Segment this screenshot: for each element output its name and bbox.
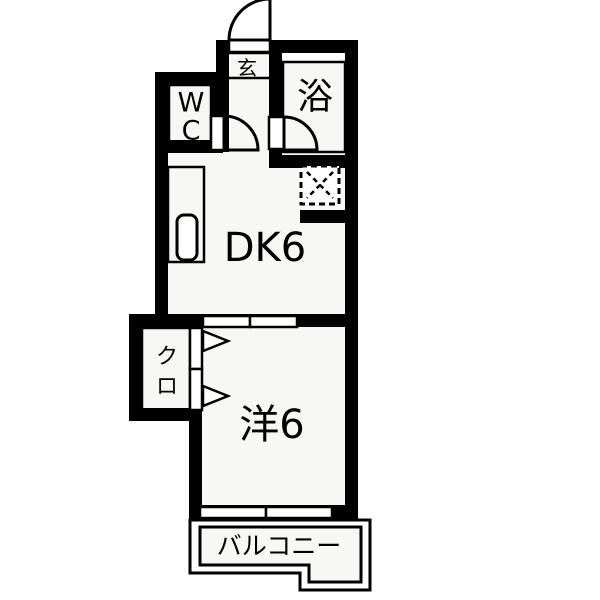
kitchen-sink-icon (175, 213, 199, 262)
toilet-door-leaf (209, 114, 226, 152)
wall-closet-left (129, 314, 142, 421)
entrance-door-arc (227, 0, 272, 42)
toilet-interior-fill (170, 84, 215, 146)
wall-room-left-lower (189, 408, 202, 513)
dk-to-room-sliding-door-icon (201, 314, 299, 329)
balcony-sliding-window-icon (198, 505, 334, 520)
room-label-western-room: 洋6 (239, 402, 304, 448)
balcony-area (188, 518, 372, 592)
closet-door-panel-lower (188, 367, 204, 412)
room-label-closet-char-1: ク (156, 345, 178, 370)
room-label-balcony: バルコニー (217, 532, 342, 561)
dk-sliding-panel-left (201, 314, 252, 329)
bathroom-door-icon (267, 115, 319, 152)
room-labels: DK6 洋6 浴 玄 ク ロ W C バルコニー (156, 56, 341, 561)
wall-wc-top (155, 72, 223, 85)
room-label-entrance: 玄 (237, 56, 257, 80)
washing-machine-space-icon (299, 164, 341, 206)
room-label-bath: 浴 (297, 77, 333, 118)
room-label-dk: DK6 (224, 225, 306, 271)
balcony-window-panel-right (264, 505, 334, 520)
wall-right-outer (345, 40, 358, 520)
closet-door-panel-upper (188, 326, 204, 371)
closet-folding-doors-icon (188, 326, 232, 412)
bath-door-leaf (267, 115, 286, 151)
toilet-door-icon (209, 114, 260, 152)
entrance-door-icon (227, 0, 272, 54)
closet-hinge-marker-lower (201, 384, 232, 408)
dk-sliding-panel-right (248, 314, 299, 329)
room-interiors (143, 52, 346, 511)
balcony-window-panel-left (198, 505, 268, 520)
entrance-door-leaf (227, 38, 272, 54)
kitchen-counter-outline (166, 165, 206, 264)
wall-washer-alcove-bottom (300, 210, 358, 223)
wall-left-dk (155, 72, 168, 322)
room-label-toilet-char-1: W (178, 88, 205, 119)
closet-hinge-marker-upper (201, 329, 232, 353)
bath-room-outline (281, 60, 347, 154)
room-label-closet-char-2: ロ (156, 375, 178, 400)
balcony-inner-outline (198, 525, 363, 584)
room-label-toilet-char-2: C (182, 116, 201, 147)
washer-x-line-2 (306, 171, 334, 199)
western-room-interior-fill (200, 326, 346, 511)
wall-washer-alcove-right (345, 155, 358, 223)
